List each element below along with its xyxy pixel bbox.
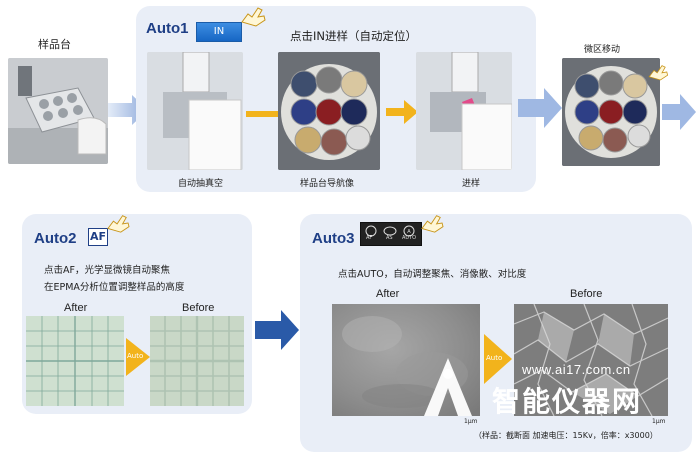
as-icon[interactable] <box>381 224 399 242</box>
auto2-auto-arrow <box>126 338 150 376</box>
af-icon[interactable] <box>362 224 380 242</box>
micro-area-image <box>562 58 660 166</box>
auto1-instruction: 点击IN进样（自动定位） <box>290 29 417 43</box>
arrow-auto1-to-micro <box>518 88 562 128</box>
svg-text:A: A <box>407 229 411 235</box>
stage-title: 样品台 <box>38 38 71 51</box>
pointer-hand-icon <box>648 65 669 81</box>
auto2-after-label: After <box>64 302 88 314</box>
auto2-auto-arrow-label: Auto <box>127 352 144 360</box>
auto2-line1: 点击AF，光学显微镜自动聚焦 <box>44 265 170 276</box>
sample-stage-photo <box>8 58 108 164</box>
auto3-icon-af-label: AF <box>366 235 373 241</box>
auto3-after-image <box>332 304 480 416</box>
af-button[interactable]: AF <box>88 228 108 246</box>
auto2-title: Auto2 <box>34 230 77 247</box>
auto2-before-label: Before <box>182 302 215 314</box>
arrow-auto2-to-auto3 <box>255 310 299 350</box>
sample-insert-photo <box>416 52 512 170</box>
arrow-auto1-step2 <box>386 100 418 124</box>
auto2-after-image <box>26 316 124 406</box>
caption-insert: 进样 <box>462 179 481 189</box>
auto1-title: Auto1 <box>146 20 189 37</box>
auto3-line1: 点击AUTO，自动调整聚焦、消像散、对比度 <box>338 269 527 280</box>
pointer-hand-icon <box>241 7 266 27</box>
auto2-before-image <box>150 316 244 406</box>
auto3-before-label: Before <box>570 288 603 300</box>
arrow-auto1-step1 <box>246 111 280 117</box>
micro-area-label: 微区移动 <box>584 45 621 55</box>
auto3-before-scale: 1μm <box>652 418 666 425</box>
arrow-micro-out <box>662 94 696 130</box>
watermark-brand: 智能仪器网 <box>492 385 643 418</box>
watermark-url: www.ai17.com.cn <box>522 362 631 377</box>
pointer-hand-icon <box>107 215 130 233</box>
auto3-after-scale: 1μm <box>464 418 478 425</box>
watermark-logo <box>424 358 472 416</box>
auto3-after-label: After <box>376 288 400 300</box>
auto3-auto-arrow <box>484 334 512 384</box>
in-button[interactable]: IN <box>196 22 242 42</box>
auto3-auto-arrow-label: Auto <box>486 354 503 362</box>
caption-stage-navigation: 样品台导航像 <box>300 179 355 189</box>
caption-auto-vacuum: 自动抽真空 <box>178 179 224 189</box>
pointer-hand-icon <box>421 215 444 233</box>
auto3-icon-auto-label: AUTO <box>402 235 417 241</box>
vacuum-machine-photo <box>147 52 243 170</box>
auto3-title: Auto3 <box>312 230 355 247</box>
auto3-footnote: （样品：截断面 加速电压：15Kv，倍率：x3000） <box>474 431 658 440</box>
stage-navigation-image <box>278 52 380 170</box>
auto3-before-image <box>514 304 668 416</box>
auto3-icon-as-label: AS <box>386 235 393 241</box>
auto2-line2: 在EPMA分析位置调整样品的高度 <box>44 282 185 293</box>
auto-icon[interactable]: A <box>400 224 418 242</box>
